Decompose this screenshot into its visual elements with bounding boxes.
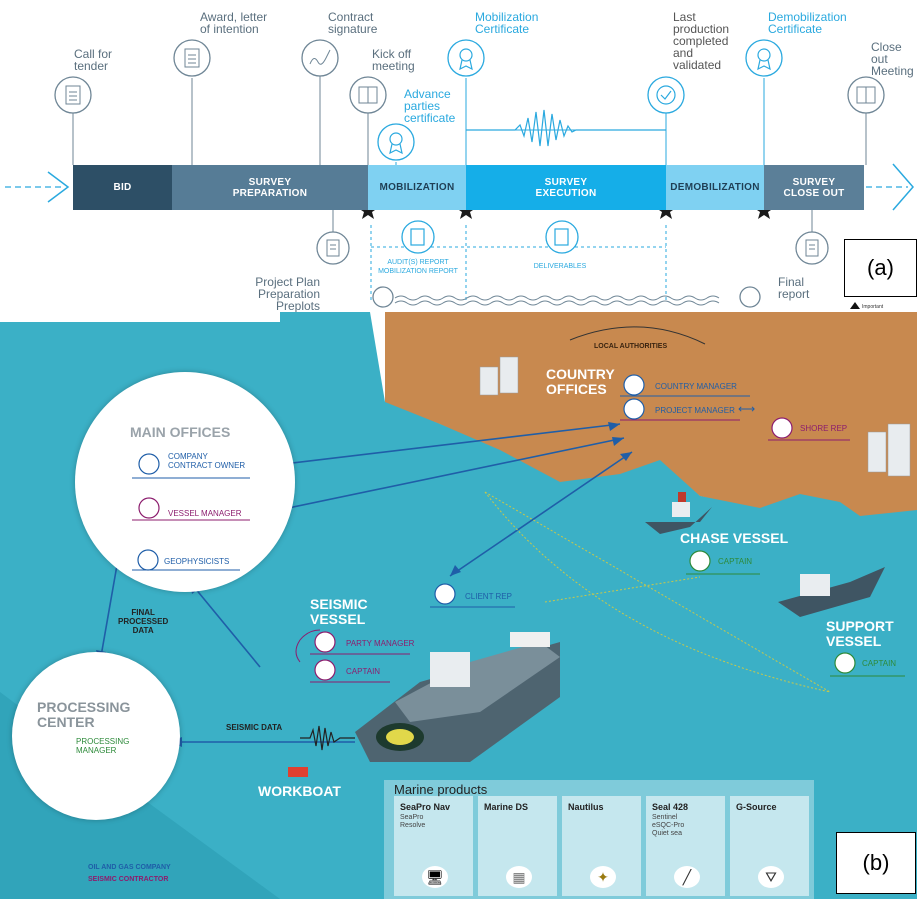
phase-survey-close-out: SURVEY CLOSE OUT [764, 165, 864, 210]
document-icon [316, 231, 350, 265]
label-seismic-data: SEISMIC DATA [226, 723, 283, 732]
chat-bubble-icon [771, 417, 793, 439]
product-card: G-Source ⛛ [730, 796, 809, 896]
label-kick-off: Kick off meeting [372, 47, 415, 73]
bird-device-icon: ✦ [590, 866, 616, 888]
role-shore-rep: SHORE REP [800, 424, 848, 433]
ship-icon [372, 286, 394, 308]
role-geophysicists: GEOPHYSICISTS [164, 557, 230, 566]
role-seismic-captain: CAPTAIN [346, 667, 381, 676]
phase-bid: BID [73, 165, 172, 210]
geophysics-icon [137, 549, 159, 571]
processing-center-title: PROCESSING CENTER [37, 699, 131, 730]
monitor-icon: 🖥 [422, 866, 448, 888]
org-chart-icon [623, 398, 645, 420]
role-processing-manager: PROCESSING MANAGER [76, 737, 130, 755]
processing-center-circle [12, 652, 180, 820]
label-final-processed-data: FINAL PROCESSED DATA [118, 608, 169, 635]
role-chase-captain: CAPTAIN [718, 557, 753, 566]
label-local-authorities: LOCAL AUTHORITIES [594, 343, 668, 350]
product-card: SeaPro Nav SeaPro Resolve 🖥 [394, 796, 473, 896]
chase-vessel-title: CHASE VESSEL [680, 530, 789, 546]
checkmark-icon [647, 76, 685, 114]
pen-signature-icon [301, 39, 339, 77]
role-party-manager: PARTY MANAGER [346, 639, 415, 648]
workboat-title: WORKBOAT [258, 783, 341, 799]
product-card: Marine DS ▦ [478, 796, 557, 896]
ship-icon [739, 286, 761, 308]
ship-wheel-icon [834, 652, 856, 674]
bank-icon [623, 374, 645, 396]
seismic-vessel-ship [355, 632, 560, 762]
label-important: Important [862, 304, 884, 310]
support-vessel-title: SUPPORT VESSEL [826, 618, 894, 649]
label-final-report: Final report [778, 275, 810, 301]
ship-wheel-icon [314, 659, 336, 681]
product-subtitle: SeaPro Resolve [400, 814, 426, 829]
ship-wheel-icon [689, 550, 711, 572]
label-award: Award, letter of intention [200, 10, 268, 36]
phase-survey-preparation: SURVEY PREPARATION [172, 165, 368, 210]
role-icons [42, 374, 905, 761]
airgun-source-icon: ⛛ [758, 866, 784, 888]
role-country-manager: COUNTRY MANAGER [655, 382, 737, 391]
role-project-manager: PROJECT MANAGER [655, 406, 735, 415]
document-icon [795, 231, 829, 265]
label-demobilization-certificate: Demobilization Certificate [768, 10, 847, 36]
panel-b-tag: (b) [836, 832, 916, 894]
phase-survey-execution: SURVEY EXECUTION [466, 165, 666, 210]
label-close-out-meeting: Close out Meeting [871, 40, 914, 78]
marine-products-title: Marine products [394, 782, 488, 797]
product-title: Nautilus [568, 802, 604, 812]
organization-map-panel: MAIN OFFICES [0, 312, 917, 899]
label-advance-parties: Advance parties certificate [404, 87, 456, 125]
label-project-plan: Project Plan Preparation Preplots [255, 275, 320, 312]
chat-bubble-icon [434, 583, 456, 605]
chase-vessel-ship [645, 492, 712, 534]
product-title: Seal 428 [652, 802, 689, 812]
product-title: Marine DS [484, 802, 529, 812]
timeline-lines [5, 75, 914, 309]
role-support-captain: CAPTAIN [862, 659, 897, 668]
label-contract-signature: Contract signature [328, 10, 378, 36]
role-vessel-manager: VESSEL MANAGER [168, 509, 242, 518]
certificate-icon [745, 39, 783, 77]
panel-a-tag: (a) [844, 239, 917, 297]
sensor-grid-icon: ▦ [506, 866, 532, 888]
document-icon [173, 39, 211, 77]
streamer-icon: ╱ [674, 866, 700, 888]
main-offices-circle [75, 372, 295, 592]
main-offices-title: MAIN OFFICES [130, 424, 231, 440]
product-title: SeaPro Nav [400, 802, 451, 812]
document-icon [54, 76, 92, 114]
legend-oil-gas-company: OIL AND GAS COMPANY [88, 864, 171, 871]
label-call-for-tender: Call for tender [74, 47, 113, 73]
milestone-icons [54, 39, 885, 308]
phase-mobilization: MOBILIZATION [368, 165, 466, 210]
ship-icon [138, 497, 160, 519]
product-card: Nautilus ✦ [562, 796, 641, 896]
label-deliverables: DELIVERABLES [533, 263, 587, 270]
label-audit-report: AUDIT(S) REPORT MOBILIZATION REPORT [378, 259, 458, 275]
phase-demobilization: DEMOBILIZATION [666, 165, 764, 210]
support-vessel-ship [778, 567, 885, 617]
report-icon [401, 220, 435, 254]
project-timeline-panel: BID SURVEY PREPARATION MOBILIZATION SURV… [0, 0, 917, 312]
role-client-rep: CLIENT REP [465, 592, 512, 601]
role-company-contract-owner: COMPANY CONTRACT OWNER [168, 452, 246, 470]
gear-icon [314, 631, 336, 653]
seismic-vessel-title: SEISMIC VESSEL [310, 596, 368, 627]
product-title: G-Source [736, 802, 777, 812]
double-arrow-icon: ⟷ [738, 402, 756, 416]
certificate-icon [447, 39, 485, 77]
label-mobilization-certificate: Mobilization Certificate [475, 10, 539, 36]
country-offices-title: COUNTRY OFFICES [546, 366, 615, 397]
contract-document-icon [138, 453, 160, 475]
product-subtitle: Sentinel eSQC-Pro Quiet sea [652, 814, 685, 837]
product-card: Seal 428 Sentinel eSQC-Pro Quiet sea ╱ [646, 796, 725, 896]
deliverables-icon [545, 220, 579, 254]
certificate-icon [377, 123, 415, 161]
label-last-production: Last production completed and validated [673, 10, 730, 72]
legend-seismic-contractor: SEISMIC CONTRACTOR [88, 876, 169, 883]
